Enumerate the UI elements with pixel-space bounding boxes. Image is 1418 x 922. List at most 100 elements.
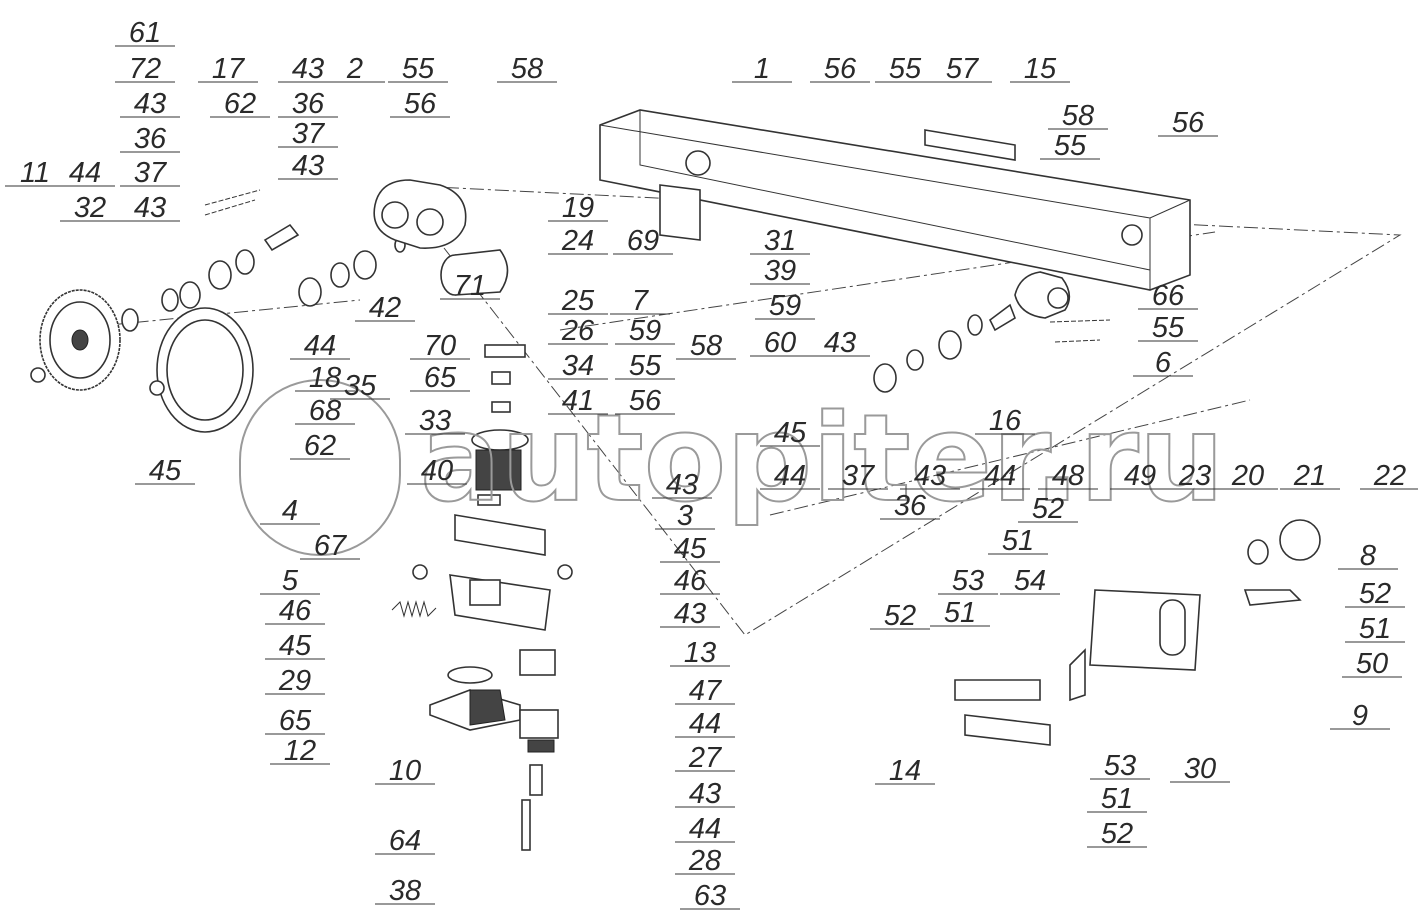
- callout-30: 30: [1170, 753, 1230, 785]
- callout-1: 1: [732, 53, 792, 85]
- watermark: autopiter.ru: [239, 379, 1225, 556]
- callout-53: 53: [1090, 750, 1150, 782]
- plate-3: [412, 514, 573, 631]
- callout-44: 44: [760, 460, 820, 492]
- callout-38: 38: [375, 875, 435, 907]
- callout-number: 53: [952, 565, 984, 597]
- callout-number: 67: [314, 530, 348, 562]
- callout-43: 43: [278, 150, 338, 182]
- callout-number: 55: [889, 53, 922, 85]
- callout-number: 58: [1062, 100, 1094, 132]
- callout-33: 33: [405, 405, 465, 437]
- callout-number: 22: [1373, 460, 1406, 492]
- callout-37: 37: [120, 157, 180, 189]
- callout-56: 56: [810, 53, 870, 85]
- callout-number: 41: [562, 385, 594, 417]
- callout-53: 53: [938, 565, 998, 597]
- callout-27: 27: [675, 742, 735, 774]
- callout-number: 39: [764, 255, 796, 287]
- callout-number: 7: [632, 285, 650, 317]
- callout-6: 6: [1133, 347, 1193, 379]
- callout-number: 56: [824, 53, 857, 85]
- callout-13: 13: [670, 637, 730, 669]
- callout-55: 55: [615, 350, 675, 382]
- callout-35: 35: [330, 370, 390, 402]
- callout-number: 55: [402, 53, 435, 85]
- callout-19: 19: [548, 192, 608, 224]
- callout-32: 32: [60, 192, 120, 224]
- callout-number: 66: [1152, 280, 1185, 312]
- callout-64: 64: [375, 825, 435, 857]
- callout-43: 43: [120, 192, 180, 224]
- callout-44: 44: [970, 460, 1030, 492]
- callout-number: 23: [1178, 460, 1211, 492]
- callout-17: 17: [198, 53, 258, 85]
- callout-number: 24: [561, 225, 594, 257]
- callout-number: 52: [1032, 493, 1064, 525]
- callout-number: 50: [1356, 648, 1388, 680]
- callout-48: 48: [1038, 460, 1098, 492]
- callout-45: 45: [265, 630, 325, 662]
- callout-number: 31: [764, 225, 796, 257]
- callout-31: 31: [750, 225, 810, 257]
- callout-51: 51: [988, 525, 1048, 557]
- callout-number: 45: [279, 630, 312, 662]
- callout-47: 47: [675, 675, 735, 707]
- callout-60: 60: [750, 327, 810, 359]
- callout-number: 61: [129, 17, 161, 49]
- callout-26: 26: [548, 315, 608, 347]
- callout-number: 65: [279, 705, 312, 737]
- callout-43: 43: [660, 598, 720, 630]
- callout-46: 46: [265, 595, 325, 627]
- callout-69: 69: [613, 225, 673, 257]
- callout-37: 37: [278, 118, 338, 150]
- callout-number: 43: [292, 53, 324, 85]
- callout-59: 59: [615, 315, 675, 347]
- spring-29: [391, 600, 437, 618]
- callout-52: 52: [1345, 578, 1405, 610]
- callout-71: 71: [440, 270, 500, 302]
- callout-number: 70: [424, 330, 456, 362]
- callout-number: 37: [842, 460, 876, 492]
- right-assembly: [873, 271, 1321, 746]
- callout-49: 49: [1110, 460, 1170, 492]
- callout-3: 3: [655, 500, 715, 532]
- callout-52: 52: [870, 600, 930, 632]
- callout-58: 58: [1048, 100, 1108, 132]
- callout-65: 65: [265, 705, 325, 737]
- callout-number: 27: [688, 742, 723, 774]
- callout-63: 63: [680, 880, 740, 912]
- callout-number: 55: [629, 350, 662, 382]
- callout-55: 55: [875, 53, 935, 85]
- callout-number: 16: [989, 405, 1022, 437]
- callout-number: 44: [689, 708, 721, 740]
- callout-number: 46: [674, 565, 707, 597]
- callout-number: 62: [224, 88, 256, 120]
- callout-46: 46: [660, 565, 720, 597]
- callout-number: 60: [764, 327, 796, 359]
- callout-51: 51: [1345, 613, 1405, 645]
- callout-number: 56: [1172, 107, 1205, 139]
- callout-56: 56: [1158, 107, 1218, 139]
- callout-12: 12: [270, 735, 330, 767]
- callout-72: 72: [115, 53, 175, 85]
- callout-number: 59: [629, 315, 661, 347]
- callout-number: 37: [292, 118, 326, 150]
- frame-beam: [599, 109, 1191, 291]
- callout-number: 43: [914, 460, 946, 492]
- callout-9: 9: [1330, 700, 1390, 732]
- callout-50: 50: [1342, 648, 1402, 680]
- callout-number: 55: [1054, 130, 1087, 162]
- callout-55: 55: [1040, 130, 1100, 162]
- callout-59: 59: [755, 290, 815, 322]
- callout-number: 68: [309, 395, 341, 427]
- callout-56: 56: [390, 88, 450, 120]
- callout-number: 44: [774, 460, 806, 492]
- callout-11: 11: [5, 157, 65, 189]
- callout-20: 20: [1218, 460, 1278, 492]
- callout-43: 43: [652, 469, 712, 501]
- callout-52: 52: [1018, 493, 1078, 525]
- callout-number: 43: [292, 150, 324, 182]
- callout-number: 1: [754, 53, 770, 85]
